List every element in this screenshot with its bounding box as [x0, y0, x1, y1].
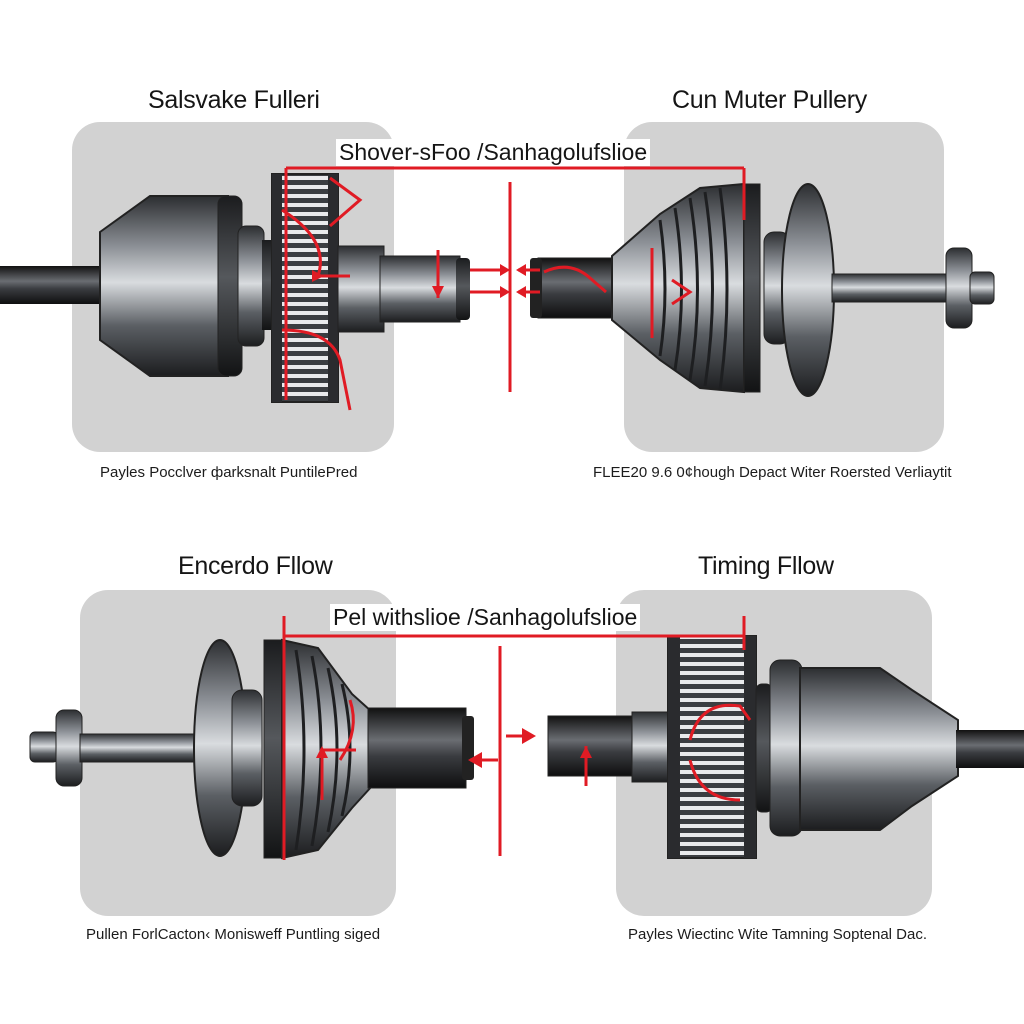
- top-center-label: Shover-sFoo /Sanhagolufslioe: [336, 139, 651, 166]
- top-left-pulley: [0, 173, 470, 403]
- top-left-caption: Payles Pocclver фarksnalt PuntileРred: [100, 464, 358, 481]
- top-right-pulley: [530, 182, 995, 397]
- top-left-hub: [99, 195, 229, 377]
- bottom-left-pulley: [29, 638, 474, 860]
- top-left-shaft: [0, 266, 100, 304]
- bottom-center-label: Pel withslioe /Sanhagolufslioe: [330, 604, 641, 631]
- top-right-caption: FLEE20 9.6 0¢hough Depact Witer Roersted…: [593, 464, 952, 481]
- bottom-red-arrowheads: [316, 728, 592, 768]
- top-left-title: Salsvake Fulleri: [148, 86, 320, 114]
- bottom-left-title: Encerdo Fllow: [178, 552, 333, 580]
- top-right-title: Cun Muter Pullery: [672, 86, 867, 114]
- bottom-right-pulley: [547, 635, 1024, 859]
- top-right-flange: [781, 183, 835, 397]
- bottom-right-hub: [799, 667, 959, 831]
- bottom-red-markings: [282, 616, 752, 860]
- top-red-markings: [281, 166, 746, 411]
- bottom-right-title: Timing Fllow: [698, 552, 834, 580]
- bottom-right-caption: Payles Wiectinc Wite Tamning Soptenal Da…: [628, 926, 928, 943]
- top-red-arrowheads: [312, 264, 526, 298]
- bottom-left-caption: Pullen ForlCacton‹ Monisweff Puntling si…: [86, 926, 381, 943]
- bottom-right-timing-gear: [667, 635, 757, 859]
